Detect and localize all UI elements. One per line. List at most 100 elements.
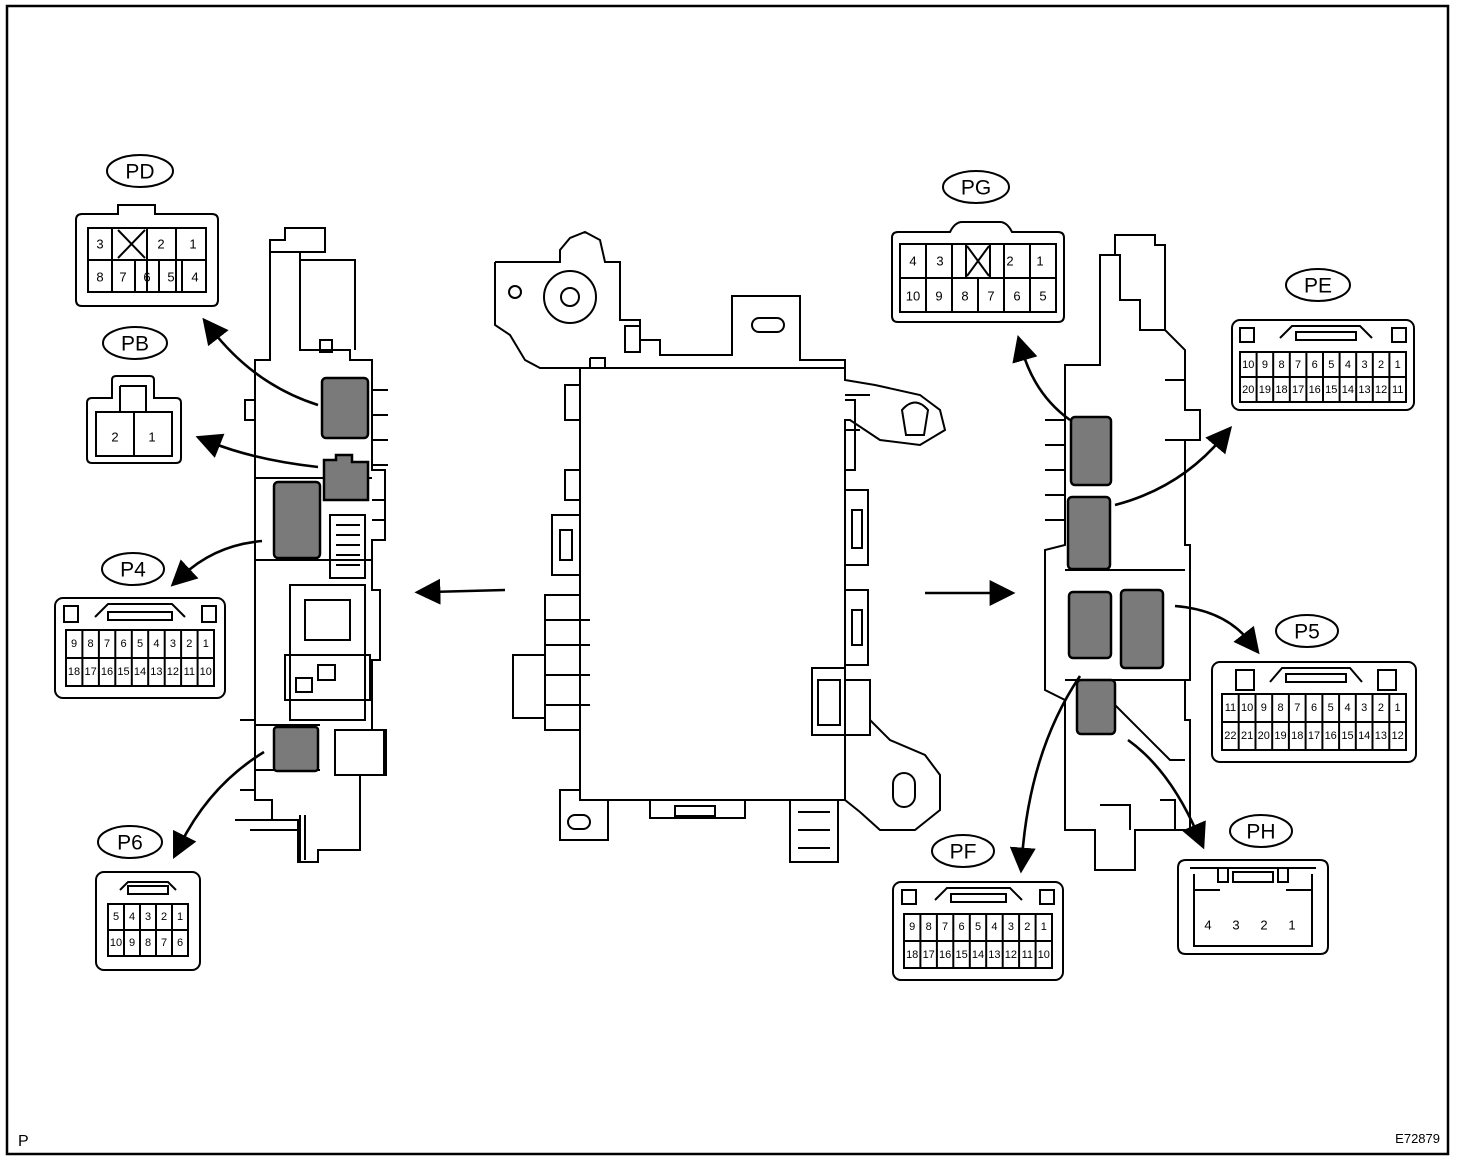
connector-label: PH bbox=[1246, 821, 1275, 844]
connector-label-bubble bbox=[1275, 614, 1339, 648]
connector-label-bubble bbox=[101, 552, 165, 586]
pin: 9 bbox=[909, 921, 915, 933]
pin: 14 bbox=[1342, 384, 1354, 396]
connector-label: PB bbox=[121, 333, 149, 356]
pin: 14 bbox=[134, 666, 146, 678]
pin: 1 bbox=[1395, 359, 1401, 371]
pin: 9 bbox=[129, 937, 135, 949]
pin: 5 bbox=[113, 911, 119, 923]
pin: 1 bbox=[177, 911, 183, 923]
pin: 5 bbox=[1039, 289, 1046, 304]
pin: 8 bbox=[145, 937, 151, 949]
pin: 17 bbox=[1292, 384, 1304, 396]
pin: 16 bbox=[1325, 730, 1337, 742]
pin: 13 bbox=[1358, 384, 1370, 396]
pin: 4 bbox=[991, 921, 997, 933]
connector-PE: PE 10 9 8 7 6 5 4 3 2 1 20 19 18 17 16 1… bbox=[1231, 268, 1415, 411]
pin: 3 bbox=[1361, 702, 1367, 714]
pin: 2 bbox=[111, 430, 118, 445]
pin: 4 bbox=[153, 638, 159, 650]
pin: 7 bbox=[119, 270, 126, 285]
pin: 6 bbox=[1312, 359, 1318, 371]
pin: 11 bbox=[1225, 702, 1236, 714]
arrow-to-P4 bbox=[170, 539, 263, 587]
figure-id: E72879 bbox=[1395, 1131, 1440, 1146]
pin: 2 bbox=[161, 911, 167, 923]
pin: 16 bbox=[1309, 384, 1321, 396]
pin: 7 bbox=[1295, 359, 1301, 371]
pin: 3 bbox=[170, 638, 176, 650]
connector-PG: PG 4 3 2 1 10 9 8 7 6 5 bbox=[891, 170, 1065, 323]
diagram-frame bbox=[5, 4, 1450, 1156]
pin: 8 bbox=[88, 638, 94, 650]
pin: 15 bbox=[1341, 730, 1353, 742]
connector-label: PG bbox=[961, 177, 991, 200]
pin: 1 bbox=[203, 638, 209, 650]
pin: 6 bbox=[120, 638, 126, 650]
junction-block-left-view bbox=[235, 227, 388, 863]
pin: 7 bbox=[942, 921, 948, 933]
connector-label: PF bbox=[950, 841, 977, 864]
pin: 7 bbox=[987, 289, 994, 304]
pin: 16 bbox=[939, 949, 951, 961]
pin: 1 bbox=[1395, 702, 1401, 714]
pin: 4 bbox=[129, 911, 135, 923]
pin: 18 bbox=[906, 949, 918, 961]
connector-label-bubble bbox=[1285, 268, 1351, 302]
pin: 1 bbox=[1288, 918, 1295, 933]
pin: 6 bbox=[1311, 702, 1317, 714]
pin: 11 bbox=[184, 666, 195, 678]
connector-label: PE bbox=[1304, 275, 1332, 298]
pin: 3 bbox=[96, 237, 103, 252]
arrow-to-PD bbox=[202, 317, 319, 407]
pin: 6 bbox=[1013, 289, 1020, 304]
arrow-to-PG bbox=[1012, 335, 1071, 422]
pin: 13 bbox=[1375, 730, 1387, 742]
connector-label-bubble bbox=[1229, 814, 1293, 848]
pin: 6 bbox=[959, 921, 965, 933]
pin: 19 bbox=[1274, 730, 1286, 742]
pin: 10 bbox=[200, 666, 212, 678]
corner-mark: P bbox=[18, 1133, 29, 1150]
pin: 2 bbox=[1024, 921, 1030, 933]
connector-label-bubble bbox=[102, 326, 168, 360]
arrow-to-PE bbox=[1114, 426, 1233, 507]
connector-label-bubble bbox=[942, 170, 1010, 204]
pin: 17 bbox=[1308, 730, 1320, 742]
connector-P5: P5 11 10 9 8 7 6 5 4 3 2 1 22 21 20 19 1… bbox=[1211, 614, 1417, 763]
pin: 14 bbox=[1358, 730, 1370, 742]
pin: 9 bbox=[71, 638, 77, 650]
pin: 10 bbox=[906, 289, 920, 304]
pin: 5 bbox=[1328, 359, 1334, 371]
connector-PH: PH 4 3 2 1 bbox=[1177, 814, 1329, 955]
pin: 7 bbox=[161, 937, 167, 949]
pin: 1 bbox=[189, 237, 196, 252]
pin: 2 bbox=[1260, 918, 1267, 933]
pin: 7 bbox=[1294, 702, 1300, 714]
pin: 2 bbox=[1006, 254, 1013, 269]
pin: 2 bbox=[1378, 359, 1384, 371]
pin: 10 bbox=[110, 937, 122, 949]
pin: 17 bbox=[923, 949, 935, 961]
pin: 4 bbox=[191, 270, 198, 285]
connector-label-bubble bbox=[931, 834, 995, 868]
pin: 3 bbox=[936, 254, 943, 269]
connector-P6: P6 5 4 3 2 1 10 9 8 7 6 bbox=[95, 825, 201, 971]
connector-label-bubble bbox=[106, 154, 174, 188]
connector-label: P5 bbox=[1294, 621, 1320, 644]
pin: 6 bbox=[143, 270, 150, 285]
pin: 10 bbox=[1242, 359, 1254, 371]
pin: 3 bbox=[1361, 359, 1367, 371]
pin: 5 bbox=[1328, 702, 1334, 714]
pin: 4 bbox=[1204, 918, 1211, 933]
pin: 19 bbox=[1259, 384, 1271, 396]
pin: 4 bbox=[1344, 702, 1350, 714]
connector-PF: PF 9 8 7 6 5 4 3 2 1 18 17 16 15 14 13 1… bbox=[892, 834, 1064, 981]
pin: 5 bbox=[137, 638, 143, 650]
pin: 5 bbox=[975, 921, 981, 933]
pin: 17 bbox=[84, 666, 96, 678]
pin: 8 bbox=[1278, 359, 1284, 371]
pin: 6 bbox=[177, 937, 183, 949]
pin: 12 bbox=[1005, 949, 1017, 961]
pin: 13 bbox=[988, 949, 1000, 961]
